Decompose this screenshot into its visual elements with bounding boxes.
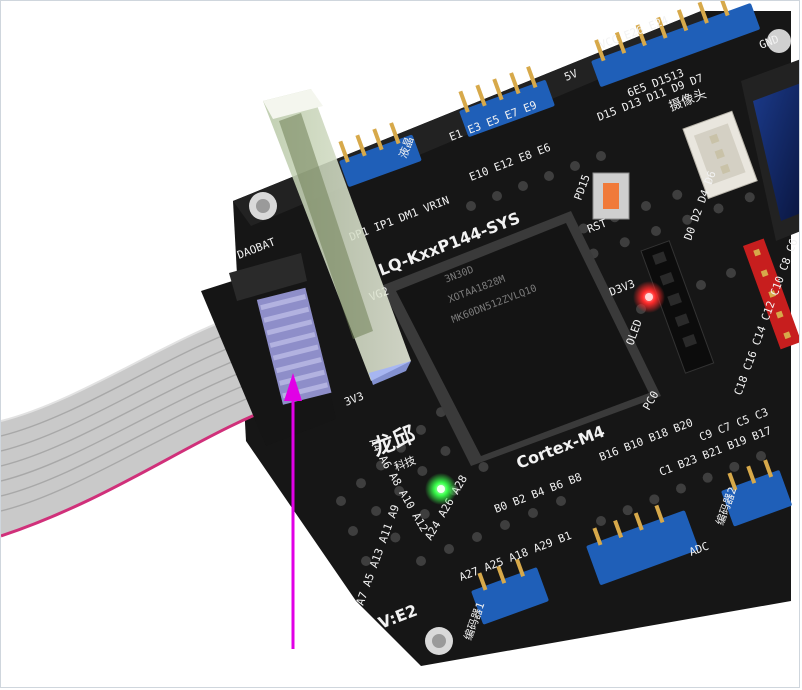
up-arrow-icon <box>284 373 302 649</box>
red-header <box>743 238 799 350</box>
via-dot <box>641 201 651 211</box>
via-dot <box>492 191 502 201</box>
female-socket <box>640 240 715 374</box>
pin-headers <box>338 1 792 625</box>
via-dot <box>376 460 386 471</box>
camera-connector <box>682 110 758 200</box>
via-dot <box>518 181 528 191</box>
via-dot <box>528 508 538 518</box>
via-dot <box>619 237 630 248</box>
via-dot <box>544 171 554 181</box>
via-dot <box>651 226 661 236</box>
via-dot <box>672 189 683 200</box>
power-led <box>633 281 665 313</box>
via-dot <box>394 486 405 496</box>
via-dot <box>416 424 426 435</box>
via-dot <box>570 161 580 171</box>
programmer-stick <box>263 89 411 385</box>
via-dot <box>478 462 489 472</box>
via-dot <box>682 214 693 225</box>
via-dot <box>578 223 589 234</box>
via-dot <box>348 526 358 536</box>
via-dot <box>371 506 382 516</box>
via-dot <box>676 483 686 494</box>
via-dot <box>622 505 633 516</box>
via-dot <box>696 280 706 290</box>
via-dot <box>419 509 430 519</box>
via-dot <box>361 556 371 566</box>
via-dot <box>440 446 451 456</box>
via-dot <box>472 532 482 542</box>
via-dot <box>417 466 428 476</box>
via-dot <box>744 192 755 203</box>
via-dot <box>336 496 346 506</box>
via-dot <box>396 442 406 453</box>
via-dot <box>416 556 426 566</box>
via-dot <box>466 201 476 211</box>
via-dot <box>702 472 713 483</box>
via-dot <box>356 478 366 489</box>
via-dot <box>729 461 740 472</box>
oled-display <box>741 59 799 241</box>
via-dot <box>500 520 510 530</box>
mount-hole <box>767 29 791 53</box>
vin-label: 5V <box>562 67 579 84</box>
via-dot <box>756 451 766 461</box>
status-led <box>425 473 457 505</box>
via-dot <box>444 544 454 554</box>
idc-connector <box>201 253 336 446</box>
via-dot <box>726 268 736 278</box>
via-dot <box>713 203 724 214</box>
reset-button <box>592 172 630 220</box>
via-dot <box>556 496 566 506</box>
via-dot <box>596 151 606 161</box>
mcu-chip: MK60DN512ZVLQ10 XOTAA1828M 3N30D <box>381 211 661 466</box>
via-dot <box>596 516 606 526</box>
via-dot <box>649 494 660 505</box>
via-dot <box>390 532 401 543</box>
